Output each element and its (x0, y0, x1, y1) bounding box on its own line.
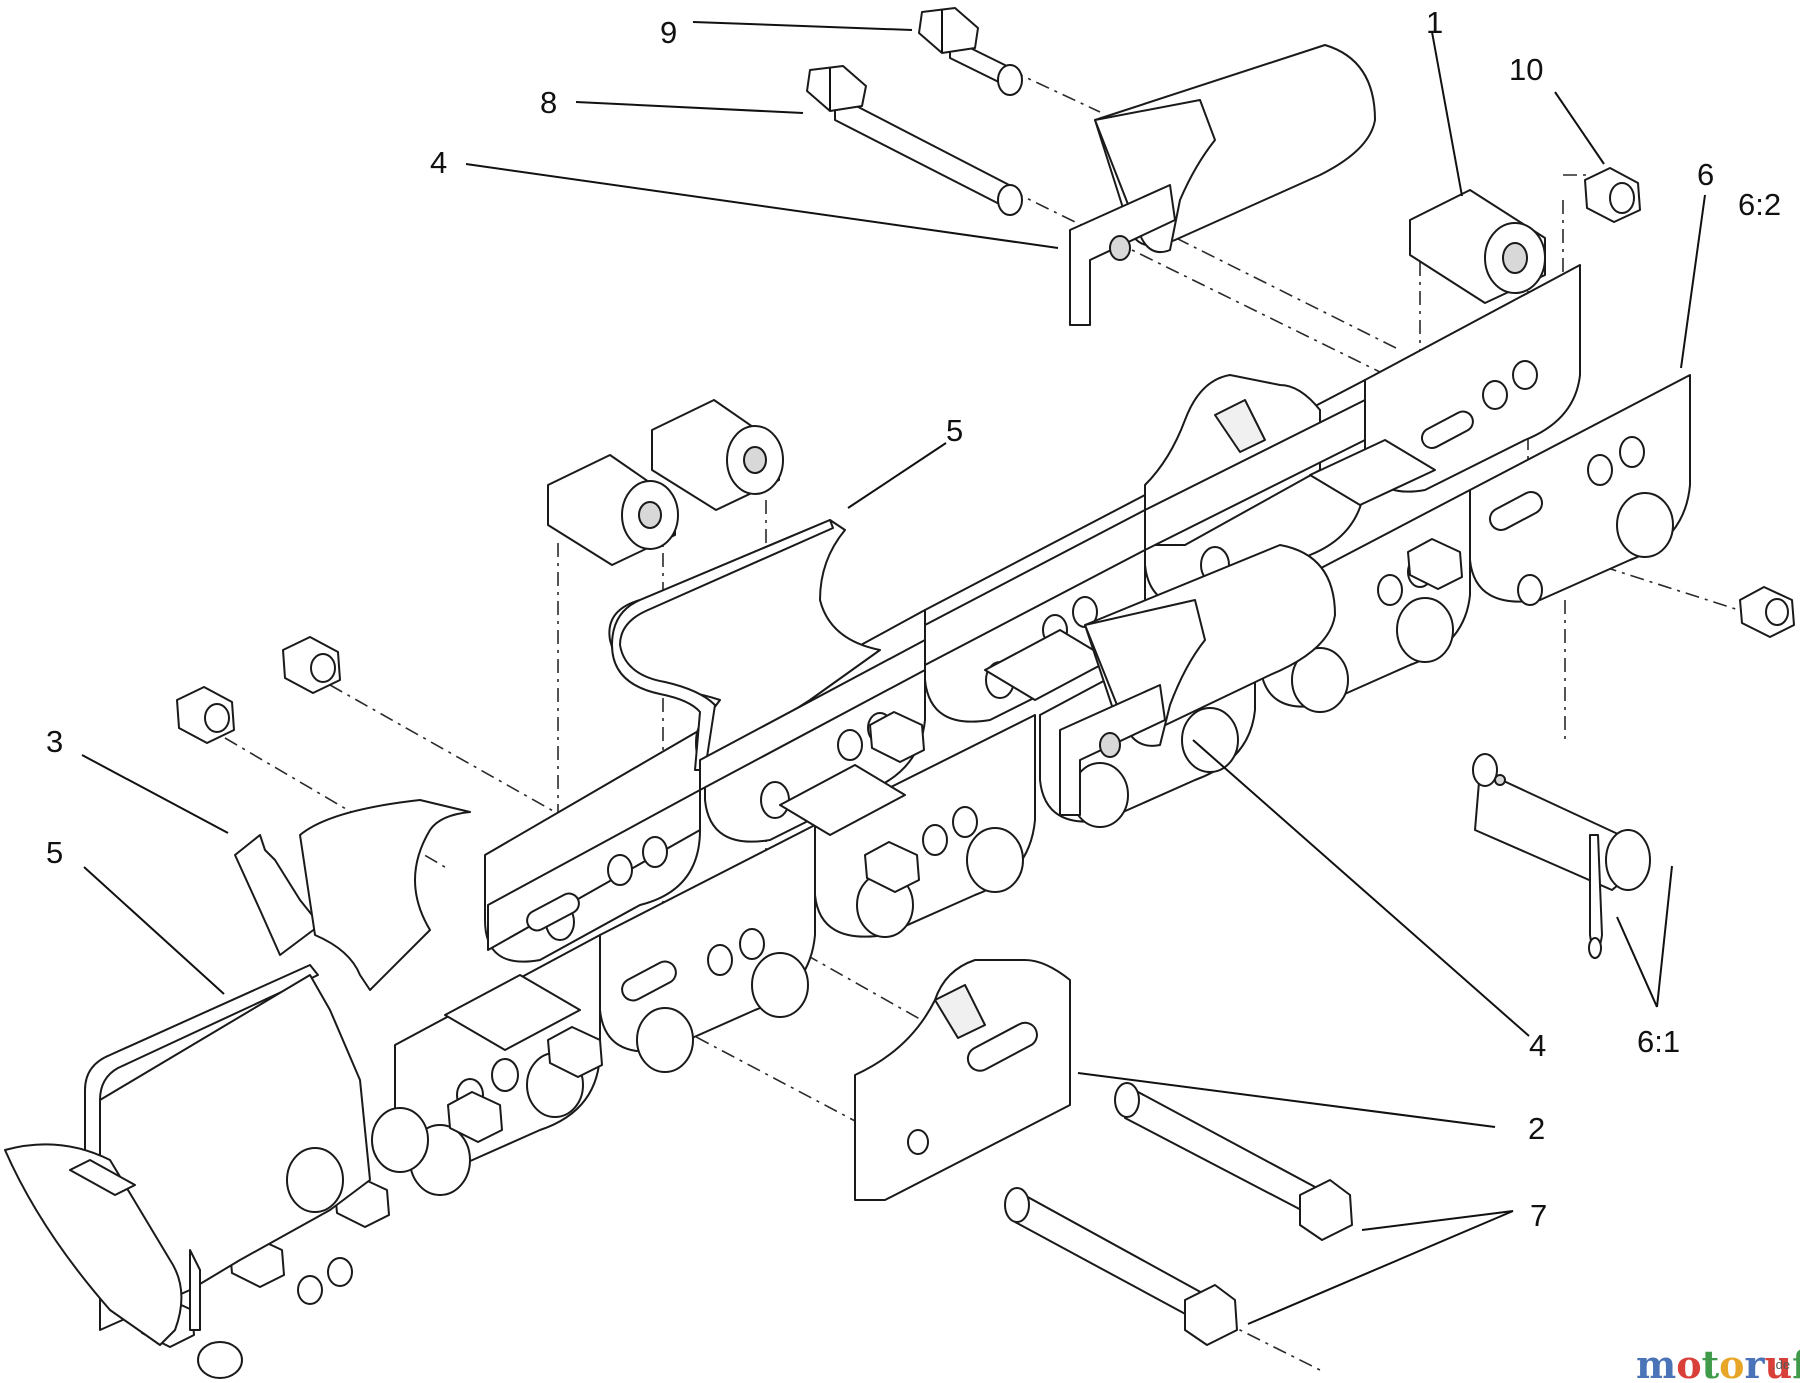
callout-4-top: 4 (430, 145, 447, 180)
bolts-7 (1004, 1082, 1353, 1346)
callout-6-2: 6:2 (1738, 187, 1781, 222)
wm-letter: f (1792, 1342, 1800, 1383)
scraper-3-clip-5-left (4, 799, 471, 1379)
chain-front-links (394, 374, 1691, 1196)
bolt-9 (918, 7, 1023, 96)
callout-1: 1 (1426, 5, 1443, 40)
callout-3: 3 (46, 724, 63, 759)
nuts-left (176, 636, 341, 744)
callout-9: 9 (660, 15, 677, 50)
callout-6-1: 6:1 (1637, 1024, 1680, 1059)
bolt-8 (806, 65, 1023, 216)
wm-letter: u (1765, 1342, 1793, 1383)
wm-letter: o (1676, 1342, 1701, 1383)
callout-5-top: 5 (946, 413, 963, 448)
callout-5-left: 5 (46, 835, 63, 870)
clevis-pin-6-1 (1472, 753, 1651, 959)
scraper-bracket-front (1059, 544, 1336, 816)
callout-10: 10 (1509, 52, 1543, 87)
callout-4-front: 4 (1529, 1028, 1546, 1063)
nut-10 (1584, 167, 1641, 223)
callout-7: 7 (1530, 1198, 1547, 1233)
spacer-1 (1409, 189, 1546, 304)
wm-letter: m (1636, 1342, 1676, 1383)
chain-top-plates (487, 399, 1366, 951)
leader-lines (81, 21, 1706, 1325)
spacers-left (547, 399, 784, 566)
callout-8: 8 (540, 85, 557, 120)
callout-6: 6 (1697, 157, 1714, 192)
wm-letter: r (1745, 1342, 1766, 1383)
wm-letter: t (1702, 1342, 1720, 1383)
svg-text:motoruf: motoruf (1636, 1342, 1800, 1383)
chain-pins (444, 439, 1436, 1051)
motoruf-watermark-logo: motoruf .de (1636, 1342, 1800, 1383)
callout-2: 2 (1528, 1111, 1545, 1146)
callout-labels: 9 8 4 1 10 6 6:2 5 3 5 4 6:1 2 7 (46, 5, 1781, 1233)
clip-5-rear (608, 519, 881, 771)
wm-suffix: .de (1772, 1357, 1790, 1372)
tooth-2 (854, 959, 1071, 1201)
wm-letter: o (1719, 1342, 1744, 1383)
scraper-bracket-top (1069, 44, 1376, 326)
